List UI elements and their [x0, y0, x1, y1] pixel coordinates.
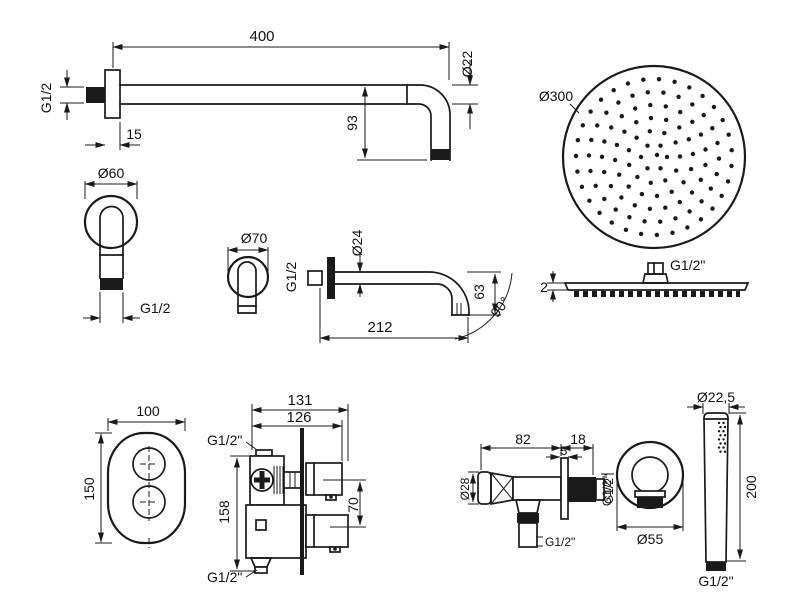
plate-width-dim: 100: [136, 403, 160, 419]
head-thread-dim: G1/2": [670, 257, 705, 273]
head-connector-nut: [647, 262, 664, 275]
showerhead-nozzle-dots: [573, 77, 734, 238]
arm-diameter-dim: Ø22: [459, 51, 475, 78]
valve-width-dim: 126: [286, 409, 311, 426]
handshower-wand: [703, 412, 729, 563]
valve-wall-line: [300, 428, 304, 575]
spout-angle-arc: [454, 272, 513, 340]
elbow-thread-dim: G1/2: [140, 300, 171, 316]
outlet-depth-dim: 18: [570, 431, 586, 447]
spout-diameter-dim: Ø24: [349, 230, 365, 257]
outlet-thread-side: [568, 477, 596, 502]
outlet-face-inner: [631, 456, 669, 494]
outlet-arm-tube: [512, 476, 562, 501]
spout-thread-dim: G1/2: [283, 262, 299, 293]
valve-lower-outlet-block: [305, 514, 349, 548]
valve-overall-width-dim: 131: [287, 392, 312, 409]
spout-escutcheon-front: [226, 255, 270, 299]
shower-head-drawing: Ø300 G1/2" 2: [539, 64, 750, 302]
handshower-drawing: Ø22,5 200 G1/2": [687, 389, 759, 589]
spout-escutcheon-dim: Ø70: [241, 230, 268, 246]
outlet-thread-side-dim: G1/2": [602, 474, 616, 504]
outlet-thread-band: [517, 513, 539, 523]
valve-thread-bottom-dim: G1/2": [207, 569, 242, 585]
arm-tube-inner: [119, 103, 432, 161]
valve-top-port: [255, 449, 273, 457]
valve-lower-body: [245, 504, 307, 559]
valve-upper-outlet-block: [305, 462, 343, 496]
elbow-escutcheon: [83, 194, 139, 250]
outlet-holder-diameter-dim: Ø28: [458, 477, 472, 500]
handshower-diameter-dim: Ø22,5: [697, 389, 735, 405]
spout-tube-outer: [334, 271, 470, 316]
outlet-length-dim: 82: [515, 431, 531, 447]
valve-thread-top-dim: G1/2": [207, 432, 242, 448]
outlet-flange-thickness-dim: 5: [561, 444, 568, 458]
outlet-down-neck: [514, 499, 542, 514]
plate-height-dim: 150: [81, 477, 97, 501]
handshower-length-dim: 200: [743, 475, 759, 499]
spout-drop-dim: 63: [471, 284, 487, 300]
mixer-valve-drawing: 131 126 G1/2" 158: [207, 392, 366, 585]
arm-length-dim: 400: [249, 28, 274, 45]
arm-outlet-thread: [431, 149, 450, 160]
handshower-thread-band: [706, 562, 726, 571]
outlet-face-thread: [637, 497, 663, 508]
spout-tube-inner: [334, 283, 453, 316]
arm-thread-dim: G1/2: [38, 83, 54, 114]
spout-angle-dim: 90°: [487, 294, 513, 321]
arm-flange-offset-dim: 15: [126, 126, 142, 142]
spout-length-dim: 212: [367, 319, 392, 336]
wall-outlet-drawing: 82 18 5 Ø28 G1/2" G1/2" G1/2": [458, 431, 685, 549]
wall-spout-drawing: Ø70 G1/2 Ø24 212 63 90°: [226, 230, 513, 343]
valve-height-dim: 158: [216, 500, 232, 524]
outlet-face-diameter-dim: Ø55: [637, 531, 664, 547]
handshower-spray-dots: [717, 421, 727, 453]
valve-body-detail: [255, 519, 267, 531]
plate-outline: [106, 431, 187, 545]
head-thickness-dim: 2: [540, 279, 548, 295]
handshower-thread-dim: G1/2": [698, 573, 733, 589]
head-diameter-dim: Ø300: [539, 88, 573, 104]
outlet-flange: [560, 457, 569, 520]
valve-cartridge: [250, 468, 274, 492]
outlet-face-thread-dim: G1/2": [600, 476, 614, 506]
elbow-tube: [99, 205, 124, 279]
elbow-thread: [100, 278, 123, 290]
arm-wall-flange: [104, 69, 121, 119]
trim-plate-drawing: 100 150: [81, 403, 187, 548]
arm-tube-outer: [119, 84, 451, 161]
outlet-holder-cup: [477, 471, 492, 505]
spout-front-stub: [237, 261, 257, 314]
outlet-thread-bottom-dim: G1/2": [545, 535, 575, 549]
valve-stem: [283, 471, 302, 489]
head-connector-base: [641, 273, 670, 284]
arm-drop-dim: 93: [344, 115, 360, 131]
valve-bottom-port: [249, 557, 273, 568]
arm-thread-nipple: [86, 87, 105, 103]
spout-escutcheon-side: [327, 257, 335, 299]
outlet-down-tube: [518, 522, 538, 548]
elbow-diameter-dim: Ø60: [98, 165, 125, 181]
showerhead-side-profile: [563, 282, 750, 291]
shower-arm-drawing: 400 G1/2 15 93 Ø22: [38, 28, 478, 161]
spout-connector: [307, 270, 323, 286]
showerhead-face: [561, 64, 747, 250]
wall-elbow-drawing: Ø60 G1/2: [83, 165, 171, 323]
valve-port-spacing-dim: 70: [345, 497, 361, 513]
